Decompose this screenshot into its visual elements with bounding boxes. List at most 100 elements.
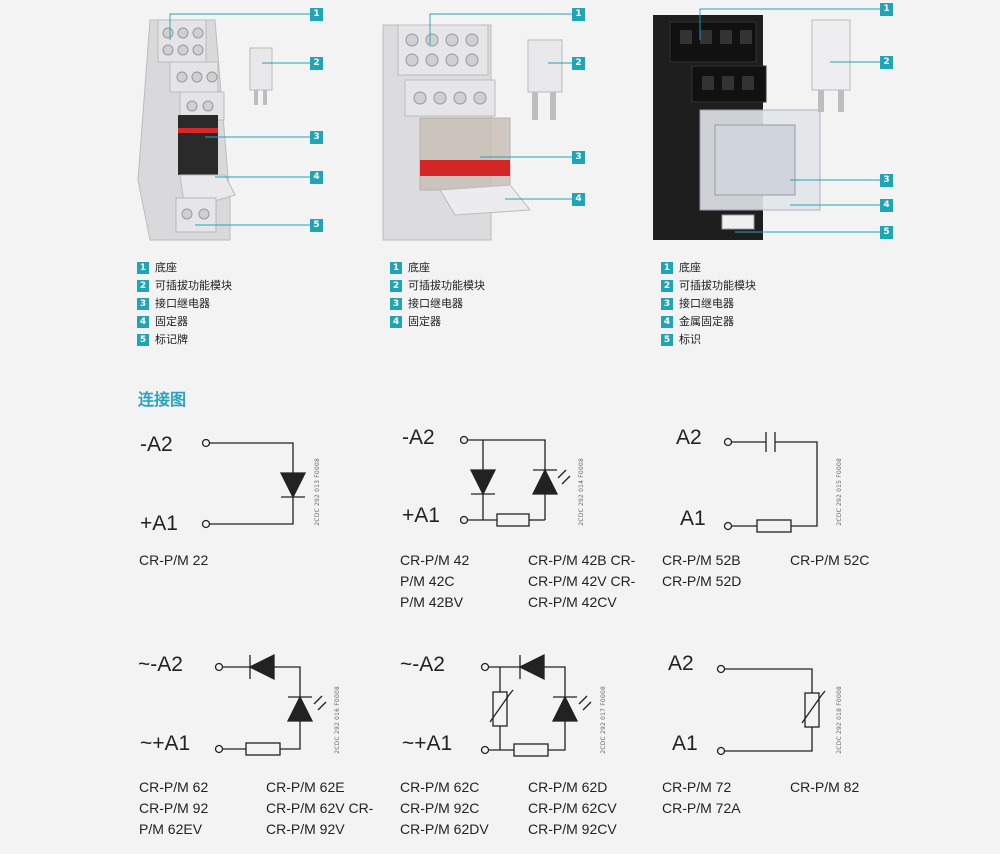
diagram-1: -A2 +A1 [140,433,307,535]
legend-number: 4 [137,316,149,328]
legend-number: 2 [390,280,402,292]
terminal-label-bottom: A1 [672,732,698,755]
terminal-label-bottom: ~+A1 [140,732,190,755]
terminal [716,746,726,756]
model-list: CR-P/M 62 CR-P/M 92 P/M 62EV [139,779,209,837]
model-list: CR-P/M 52C [790,552,870,568]
callout-badge: 4 [310,171,323,184]
terminal [480,662,490,672]
legend-item: 5 标识 [661,331,756,349]
terminal-label-top: A2 [676,426,702,449]
model-list: CR-P/M 82 [790,779,860,795]
terminal [201,438,211,448]
legend-number: 5 [661,334,673,346]
diode-icon [248,653,275,681]
legend-number: 1 [390,262,402,274]
diagram-6: A2 A1 [668,652,826,756]
diagram-3: A2 A1 [676,426,818,533]
model-list: CR-P/M 22 [139,552,209,568]
legend-number: 1 [661,262,673,274]
product-3-image [653,15,851,240]
varistor-icon [492,691,508,727]
model-list: CR-P/M 52B CR-P/M 52D [662,552,742,589]
model-list: CR-P/M 62D CR-P/M 62CV CR-P/M 92CV [528,779,617,837]
section-title: 连接图 [138,390,187,409]
terminal [214,662,224,672]
terminal-label-top: ~-A2 [138,653,183,676]
resistor-icon [513,743,549,757]
legend-item: 3 接口继电器 [137,295,232,313]
drawing-code: 2CDC 292 017 F0008 [600,686,607,754]
terminal [480,745,490,755]
callout-badge: 2 [572,57,585,70]
legend-number: 4 [390,316,402,328]
model-list: CR-P/M 62E CR-P/M 62V CR- CR-P/M 92V [266,779,374,837]
terminal [716,664,726,674]
model-list: CR-P/M 62C CR-P/M 92C CR-P/M 62DV [400,779,489,837]
legend-label: 可插拔功能模块 [155,279,232,292]
legend-label: 可插拔功能模块 [408,279,485,292]
diode-icon [518,653,545,681]
legend-number: 2 [137,280,149,292]
diagram-4: ~-A2 ~+A1 [138,653,327,756]
legend-item: 3 接口继电器 [390,295,485,313]
drawing-code: 2CDC 292 014 F0008 [578,458,585,526]
terminal [459,515,469,525]
model-list: CR-P/M 72 CR-P/M 72A [662,779,741,816]
terminal-label-bottom: +A1 [140,512,178,535]
legend-label: 金属固定器 [679,315,734,328]
terminal [201,519,211,529]
legend-label: 底座 [408,261,430,274]
terminal [723,521,733,531]
terminal [723,437,733,447]
legend-number: 3 [137,298,149,310]
drawing-code: 2CDC 292 015 F0008 [836,458,843,526]
legend-label: 接口继电器 [408,297,463,310]
callout-badge: 3 [310,131,323,144]
legend-label: 底座 [679,261,701,274]
callout-badge: 1 [880,3,893,16]
model-list: CR-P/M 42B CR- CR-P/M 42V CR- CR-P/M 42C… [528,552,636,610]
legend-label: 接口继电器 [155,297,210,310]
callout-badge: 2 [310,57,323,70]
legend-item: 2 可插拔功能模块 [390,277,485,295]
product-2-image [382,24,563,241]
legend-number: 3 [390,298,402,310]
terminal-label-top: A2 [668,652,694,675]
legend-item: 2 可插拔功能模块 [137,277,232,295]
terminal-label-bottom: ~+A1 [402,732,452,755]
led-icon [531,468,559,495]
varistor-icon [804,692,820,728]
product-images [137,8,880,241]
terminal-label-top: -A2 [402,426,435,449]
legend-number: 4 [661,316,673,328]
callout-badge: 3 [880,174,893,187]
legend-label: 固定器 [155,315,188,328]
legend-label: 标识 [679,333,701,346]
drawing-code: 2CDC 292 013 F0008 [314,458,321,526]
callout-badge: 1 [572,8,585,21]
drawing-code: 2CDC 292 018 F0008 [836,686,843,754]
diagram-5: ~-A2 ~+A1 [400,653,592,757]
callout-badge: 5 [310,219,323,232]
diode-icon [469,469,497,496]
callout-badge: 4 [880,199,893,212]
terminal-label-bottom: A1 [680,507,706,530]
terminal-label-top: -A2 [140,433,173,456]
legend-number: 1 [137,262,149,274]
diode-icon [279,472,307,499]
legend-item: 4 固定器 [137,313,232,331]
legend-label: 接口继电器 [679,297,734,310]
legend-label: 底座 [155,261,177,274]
legend-item: 4 金属固定器 [661,313,756,331]
legend-number: 5 [137,334,149,346]
led-icon [551,695,579,722]
